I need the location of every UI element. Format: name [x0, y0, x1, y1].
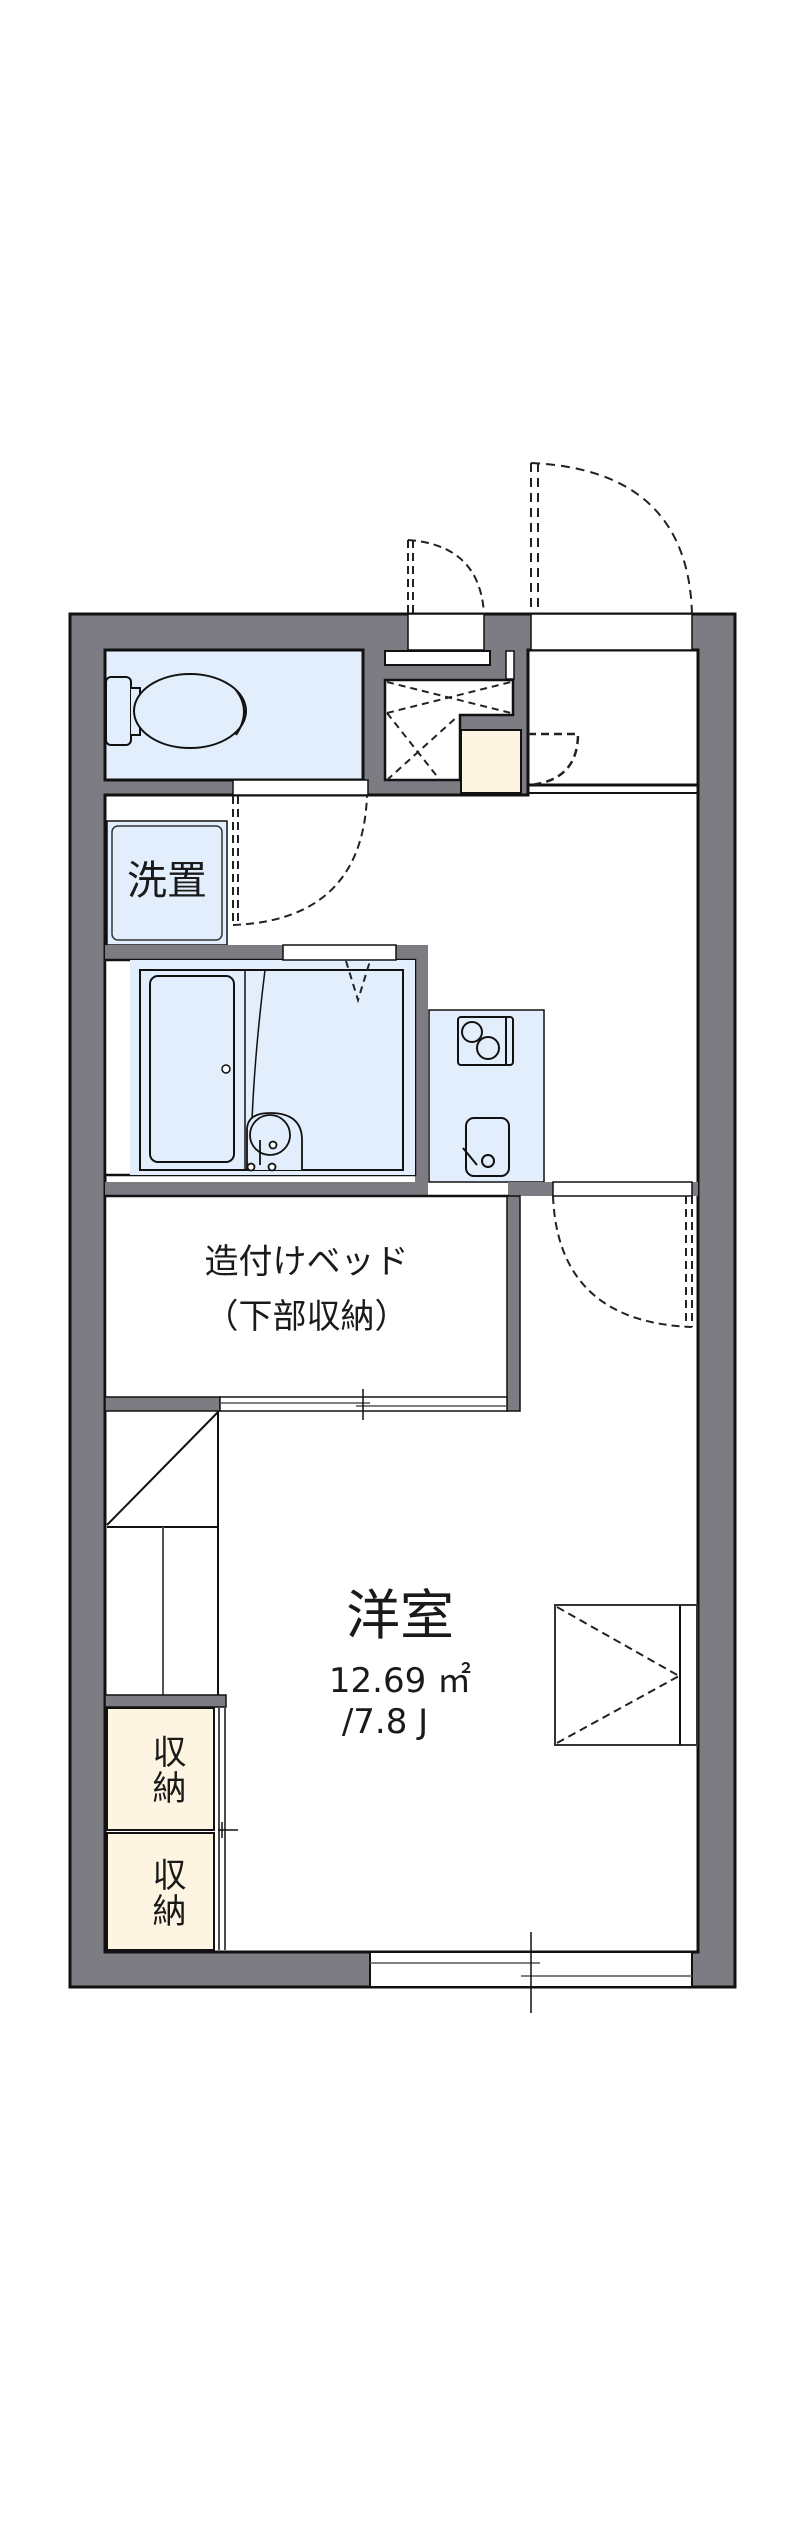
kitchen-sink-icon: [462, 1117, 510, 1177]
stove-icon: [457, 1016, 514, 1066]
balcony-window: [369, 1932, 693, 2013]
small-exterior-door: [407, 539, 485, 651]
built-in-bed: [103, 1182, 521, 1420]
kitchen-counter: [428, 1009, 545, 1183]
room-name: 洋室: [346, 1584, 454, 1647]
toilet-icon: [105, 673, 247, 749]
room-closet: [554, 1604, 698, 1746]
bathtub-icon: [149, 975, 235, 1163]
shoe-cabinet: [460, 729, 522, 794]
bed-label-line1: 造付けベッド: [204, 1242, 409, 1282]
entrance-opening: [530, 613, 693, 651]
bathroom: [103, 944, 428, 1182]
sink-icon: [246, 1112, 303, 1172]
storage-1-label: 収納: [146, 1733, 186, 1806]
entrance-door: [530, 462, 693, 615]
toilet-room: [103, 648, 365, 782]
ladder: [106, 1411, 219, 1695]
room-area: 12.69 ㎡: [328, 1661, 472, 1701]
storage-2-label: 収納: [146, 1856, 186, 1929]
bed-label-line2: （下部収納）: [204, 1297, 409, 1337]
washer-label: 洗置: [127, 858, 207, 904]
storage-closets: [106, 1707, 238, 1951]
room-tatami: /7.8 J: [341, 1702, 429, 1742]
utility-shaft: [383, 650, 515, 782]
room-door: [508, 1181, 698, 1328]
